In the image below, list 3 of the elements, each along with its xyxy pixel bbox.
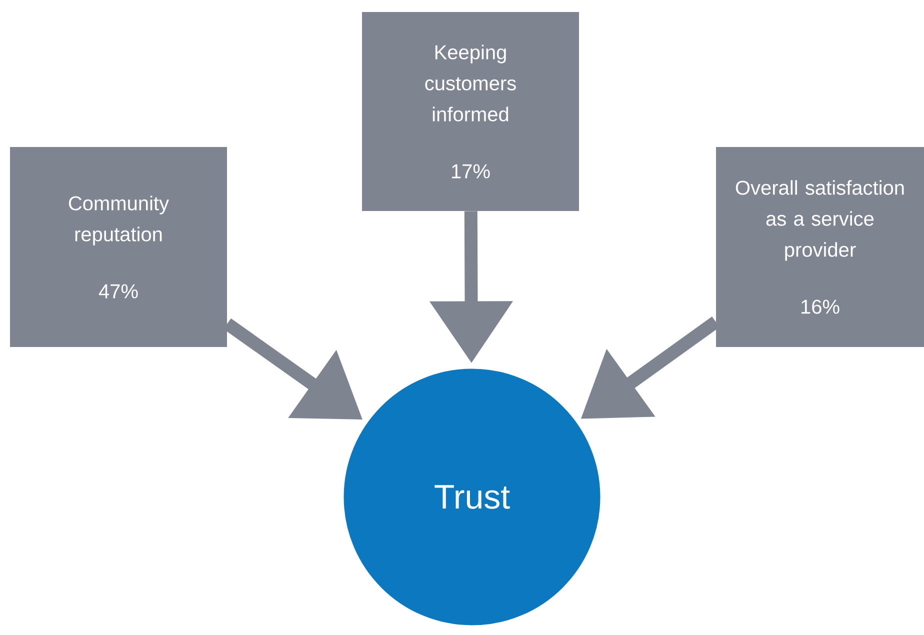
factor-box: Overall satisfaction as a service provider 16% (716, 147, 924, 347)
factor-box: Keeping customers informed 17% (362, 12, 579, 211)
factor-box: Community reputation 47% (10, 147, 227, 347)
